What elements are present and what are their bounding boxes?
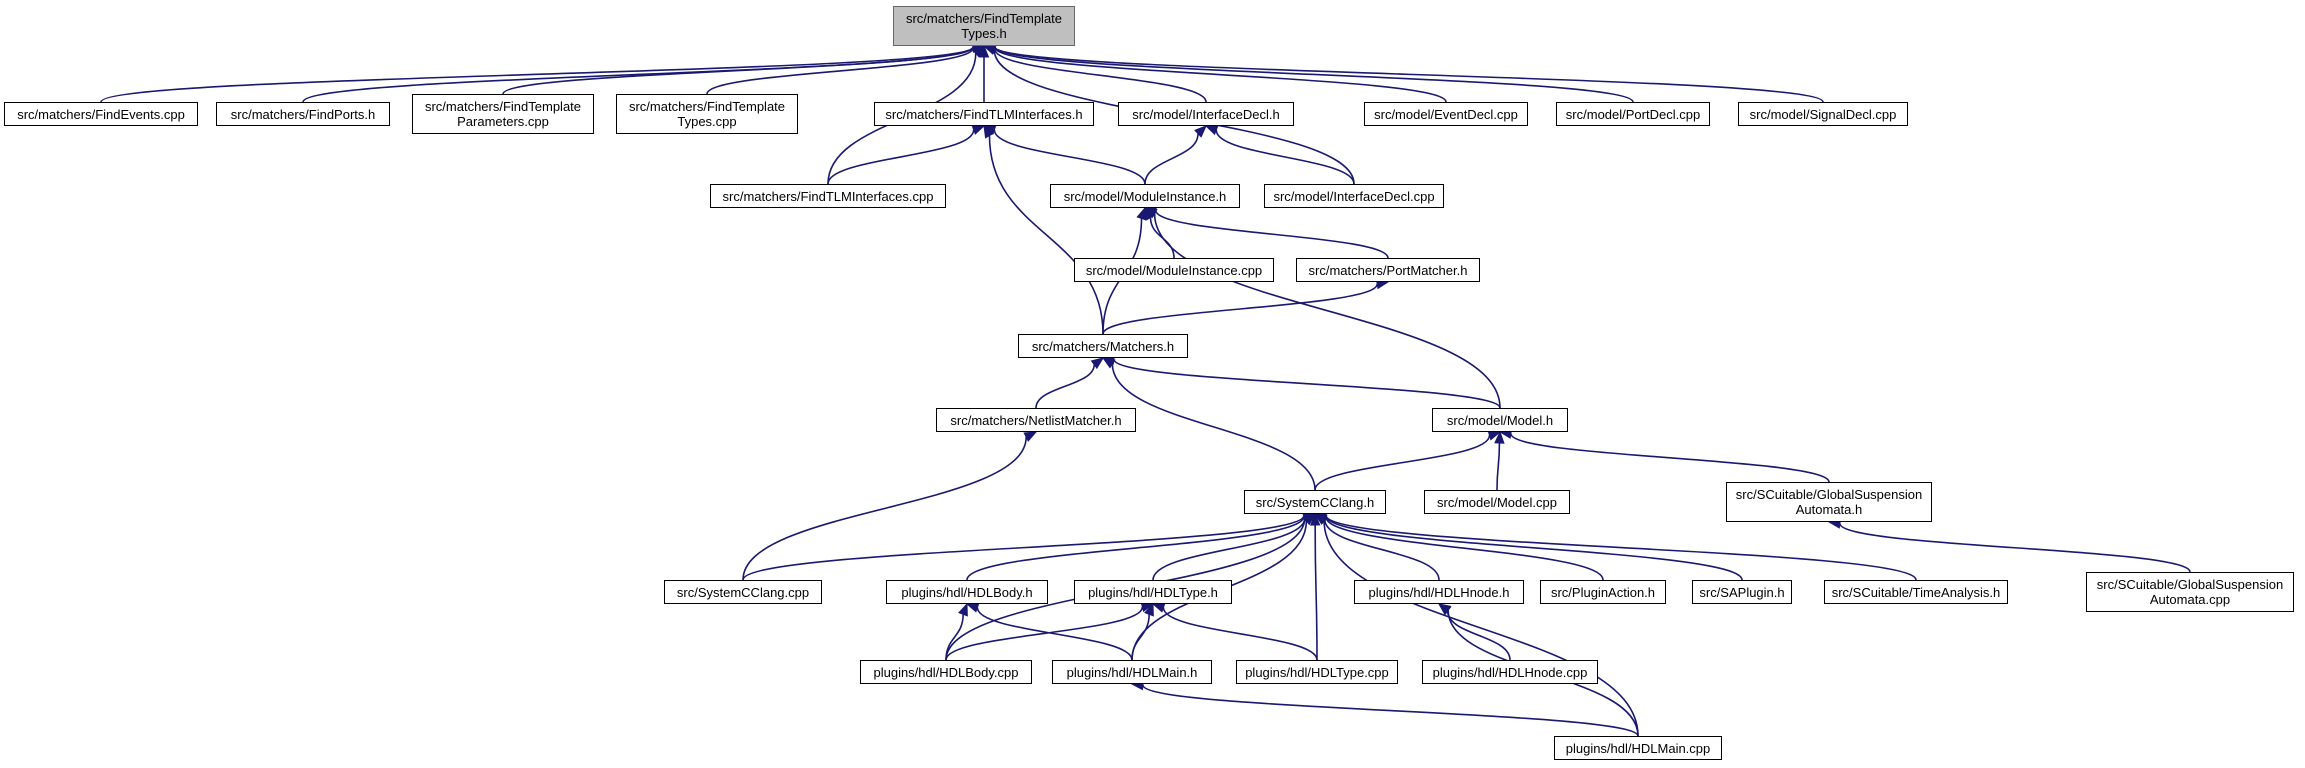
edge-hdlmain_cpp-to-hdlmain_h (1142, 684, 1639, 737)
edge-globalsuspension_cpp-to-globalsuspension_h (1839, 523, 2191, 573)
edge-systemcclang_cpp-to-systemcclang_h (742, 514, 1305, 581)
arrowhead-hdlmain_h-to-hdltype_h (1144, 602, 1154, 617)
node-signal-decl-cpp[interactable]: src/model/SignalDecl.cpp (1738, 102, 1908, 126)
edge-eventdecl_cpp-to-findtemplatetypes_h (994, 46, 1447, 103)
arrowhead-hdlmain_cpp-to-systemcclang_h (1313, 513, 1328, 525)
edge-pluginaction_h-to-systemcclang_h (1324, 516, 1604, 581)
node-interface-decl-h[interactable]: src/model/InterfaceDecl.h (1118, 102, 1294, 126)
node-matchers-h[interactable]: src/matchers/Matchers.h (1018, 334, 1188, 358)
node-systemcclang-cpp[interactable]: src/SystemCClang.cpp (664, 580, 822, 604)
node-hdl-type-h[interactable]: plugins/hdl/HDLType.h (1074, 580, 1232, 604)
node-module-instance-h[interactable]: src/model/ModuleInstance.h (1050, 184, 1240, 208)
edge-hdlmain_cpp-to-systemcclang_h (1323, 520, 1639, 737)
node-interface-decl-cpp[interactable]: src/model/InterfaceDecl.cpp (1264, 184, 1444, 208)
edge-interfacedecl_h-to-findtemplatetypes_h (993, 48, 1207, 103)
edge-interfacedecl_cpp-to-interfacedecl_h (1215, 129, 1355, 185)
node-hdl-hnode-h[interactable]: plugins/hdl/HDLHnode.h (1354, 580, 1524, 604)
arrowhead-systemcclang_cpp-to-netlistmatcher_h (1023, 431, 1038, 442)
edge-systemcclang_h-to-matchers_h (1111, 363, 1316, 491)
arrowhead-moduleinstance_h-to-interfacedecl_h (1194, 125, 1207, 138)
node-port-decl-cpp[interactable]: src/model/PortDecl.cpp (1556, 102, 1710, 126)
node-time-analysis-h[interactable]: src/SCuitable/TimeAnalysis.h (1824, 580, 2008, 604)
arrowhead-findtlminterfaces_cpp-to-findtemplatetypes_h (971, 45, 985, 58)
edge-timeanalysis_h-to-systemcclang_h (1325, 514, 1917, 581)
arrowhead-hdlbody_cpp-to-hdlbody_h (958, 602, 968, 617)
edge-hdlbody_cpp-to-hdlbody_h (945, 614, 964, 661)
node-systemcclang-h[interactable]: src/SystemCClang.h (1244, 490, 1386, 514)
edge-hdlbody_h-to-systemcclang_h (966, 515, 1305, 581)
node-find-ports-h[interactable]: src/matchers/FindPorts.h (216, 102, 390, 126)
node-hdl-main-cpp[interactable]: plugins/hdl/HDLMain.cpp (1554, 736, 1722, 760)
edge-hdlmain_h-to-hdlbody_h (976, 607, 1133, 661)
arrowhead-hdltype_cpp-to-systemcclang_h (1309, 512, 1321, 526)
edge-hdlbody_cpp-to-hdltype_h (945, 606, 1144, 661)
edge-systemcclang_h-to-model_h (1314, 435, 1491, 491)
node-plugin-action-h[interactable]: src/PluginAction.h (1540, 580, 1666, 604)
edge-globalsuspension_h-to-model_h (1510, 433, 1830, 483)
node-netlist-matcher-h[interactable]: src/matchers/NetlistMatcher.h (936, 408, 1136, 432)
arrowhead-hdlmain_cpp-to-hdlhnode_h (1437, 603, 1452, 615)
edge-hdltype_cpp-to-systemcclang_h (1314, 524, 1318, 661)
node-hdl-body-h[interactable]: plugins/hdl/HDLBody.h (886, 580, 1048, 604)
node-find-events-cpp[interactable]: src/matchers/FindEvents.cpp (4, 102, 198, 126)
edge-netlistmatcher_h-to-matchers_h (1035, 364, 1095, 409)
node-find-tlm-interfaces-cpp[interactable]: src/matchers/FindTLMInterfaces.cpp (710, 184, 946, 208)
edge-signaldecl_cpp-to-findtemplatetypes_h (994, 46, 1824, 103)
edge-findtlminterfaces_cpp-to-findtlminterfaces_h (827, 129, 975, 185)
edge-findevents_cpp-to-findtemplatetypes_h (100, 45, 974, 103)
arrowhead-model_cpp-to-model_h (1494, 430, 1505, 444)
edge-matchers_h-to-portmatcher_h (1102, 283, 1378, 335)
edge-hdltype_h-to-systemcclang_h (1152, 517, 1306, 581)
edge-portdecl_cpp-to-findtemplatetypes_h (994, 46, 1634, 103)
edge-model_cpp-to-model_h (1496, 442, 1501, 491)
arrowhead-hdlmain_h-to-hdlbody_h (965, 602, 980, 613)
arrowhead-model_h-to-moduleinstance_h (1143, 207, 1158, 219)
node-hdl-hnode-cpp[interactable]: plugins/hdl/HDLHnode.cpp (1422, 660, 1598, 684)
node-saplugin-h[interactable]: src/SAPlugin.h (1692, 580, 1792, 604)
edge-hdlhnode_h-to-systemcclang_h (1323, 519, 1440, 581)
edge-moduleinstance_h-to-interfacedecl_h (1144, 133, 1199, 185)
edge-findtemplateparameters_cpp-to-findtemplatetypes_h (502, 46, 974, 95)
node-global-suspension-automata-cpp[interactable]: src/SCuitable/GlobalSuspension Automata.… (2086, 572, 2294, 612)
edge-model_h-to-matchers_h (1113, 358, 1501, 409)
arrowhead-hdlmain_h-to-systemcclang_h (1302, 513, 1317, 526)
arrowhead-matchers_h-to-findtlminterfaces_h (983, 124, 995, 139)
node-hdl-body-cpp[interactable]: plugins/hdl/HDLBody.cpp (860, 660, 1032, 684)
node-model-h[interactable]: src/model/Model.h (1432, 408, 1568, 432)
edge-findtemplatetypes_cpp-to-findtemplatetypes_h (706, 47, 974, 95)
node-event-decl-cpp[interactable]: src/model/EventDecl.cpp (1364, 102, 1528, 126)
node-hdl-type-cpp[interactable]: plugins/hdl/HDLType.cpp (1236, 660, 1398, 684)
node-find-template-parameters-cpp[interactable]: src/matchers/FindTemplate Parameters.cpp (412, 94, 594, 134)
edge-systemcclang_cpp-to-netlistmatcher_h (742, 436, 1027, 581)
node-port-matcher-h[interactable]: src/matchers/PortMatcher.h (1296, 258, 1480, 282)
edge-portmatcher_h-to-moduleinstance_h (1154, 209, 1389, 259)
node-hdl-main-h[interactable]: plugins/hdl/HDLMain.h (1052, 660, 1212, 684)
arrowhead-matchers_h-to-moduleinstance_h (1136, 206, 1147, 221)
edge-moduleinstance_h-to-findtlminterfaces_h (993, 129, 1146, 185)
edge-saplugin_h-to-systemcclang_h (1325, 515, 1743, 581)
arrowhead-netlistmatcher_h-to-matchers_h (1090, 357, 1105, 370)
node-find-template-types-h: src/matchers/FindTemplate Types.h (893, 6, 1075, 46)
edge-matchers_h-to-findtlminterfaces_h (988, 135, 1104, 335)
edge-model_h-to-moduleinstance_h (1153, 213, 1501, 409)
node-find-template-types-cpp[interactable]: src/matchers/FindTemplate Types.cpp (616, 94, 798, 134)
edge-hdlmain_h-to-hdltype_h (1131, 614, 1150, 661)
node-global-suspension-automata-h[interactable]: src/SCuitable/GlobalSuspension Automata.… (1726, 482, 1932, 522)
node-module-instance-cpp[interactable]: src/model/ModuleInstance.cpp (1074, 258, 1274, 282)
node-find-tlm-interfaces-h[interactable]: src/matchers/FindTLMInterfaces.h (874, 102, 1094, 126)
node-model-cpp[interactable]: src/model/Model.cpp (1424, 490, 1570, 514)
arrowhead-systemcclang_h-to-matchers_h (1101, 357, 1116, 369)
edge-hdltype_cpp-to-hdltype_h (1162, 607, 1318, 661)
arrowhead-hdltype_cpp-to-hdltype_h (1151, 602, 1166, 613)
